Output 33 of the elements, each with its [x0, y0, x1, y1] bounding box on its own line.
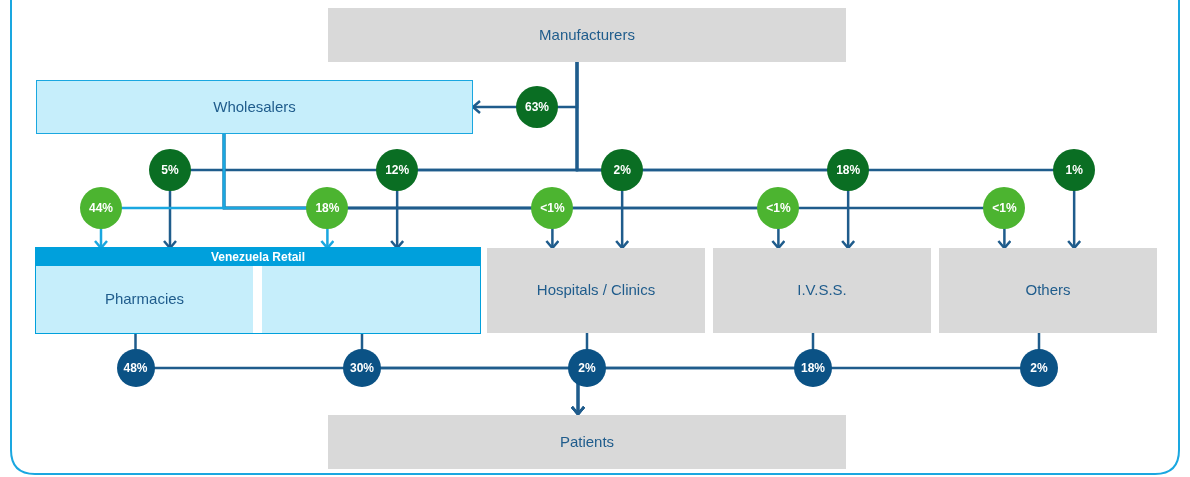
- node-label: Hospitals / Clinics: [536, 281, 656, 300]
- node-label: Patients: [559, 432, 615, 452]
- node-label: Manufacturers: [539, 25, 635, 45]
- edge-label: 2%: [1020, 349, 1058, 387]
- patients-box: [328, 415, 846, 469]
- group-header: Venezuela Retail: [36, 248, 480, 266]
- wholesalers-box: [36, 80, 473, 134]
- edge-label: 63%: [516, 86, 558, 128]
- node-label: Others: [1025, 281, 1071, 300]
- edge-label: 44%: [80, 187, 122, 229]
- edge-label: 18%: [306, 187, 349, 229]
- node-label: Pharmacies: [104, 290, 185, 309]
- edge-label: 18%: [827, 149, 870, 191]
- edge-label: 5%: [149, 149, 191, 191]
- retail-group: [36, 248, 480, 333]
- edge-label: <1%: [531, 187, 574, 229]
- hospitals-box: [487, 248, 705, 333]
- ivss-box: [713, 248, 931, 333]
- edge-label: 18%: [794, 349, 832, 387]
- empty-box: [262, 266, 480, 333]
- edge-label: 12%: [376, 149, 419, 191]
- edge-label: 2%: [568, 349, 606, 387]
- node-label: I.V.S.S.: [797, 281, 847, 300]
- edge-label: <1%: [983, 187, 1026, 229]
- pharmacies-box: [36, 266, 253, 333]
- others-box: [939, 248, 1157, 333]
- edge-label: 1%: [1053, 149, 1096, 191]
- edge-label: 30%: [343, 349, 381, 387]
- node-label: Wholesalers: [213, 97, 296, 117]
- edge-label: 48%: [116, 349, 155, 387]
- manufacturers-box: [328, 8, 846, 62]
- edge-label: 2%: [601, 149, 644, 191]
- edge-label: <1%: [757, 187, 800, 229]
